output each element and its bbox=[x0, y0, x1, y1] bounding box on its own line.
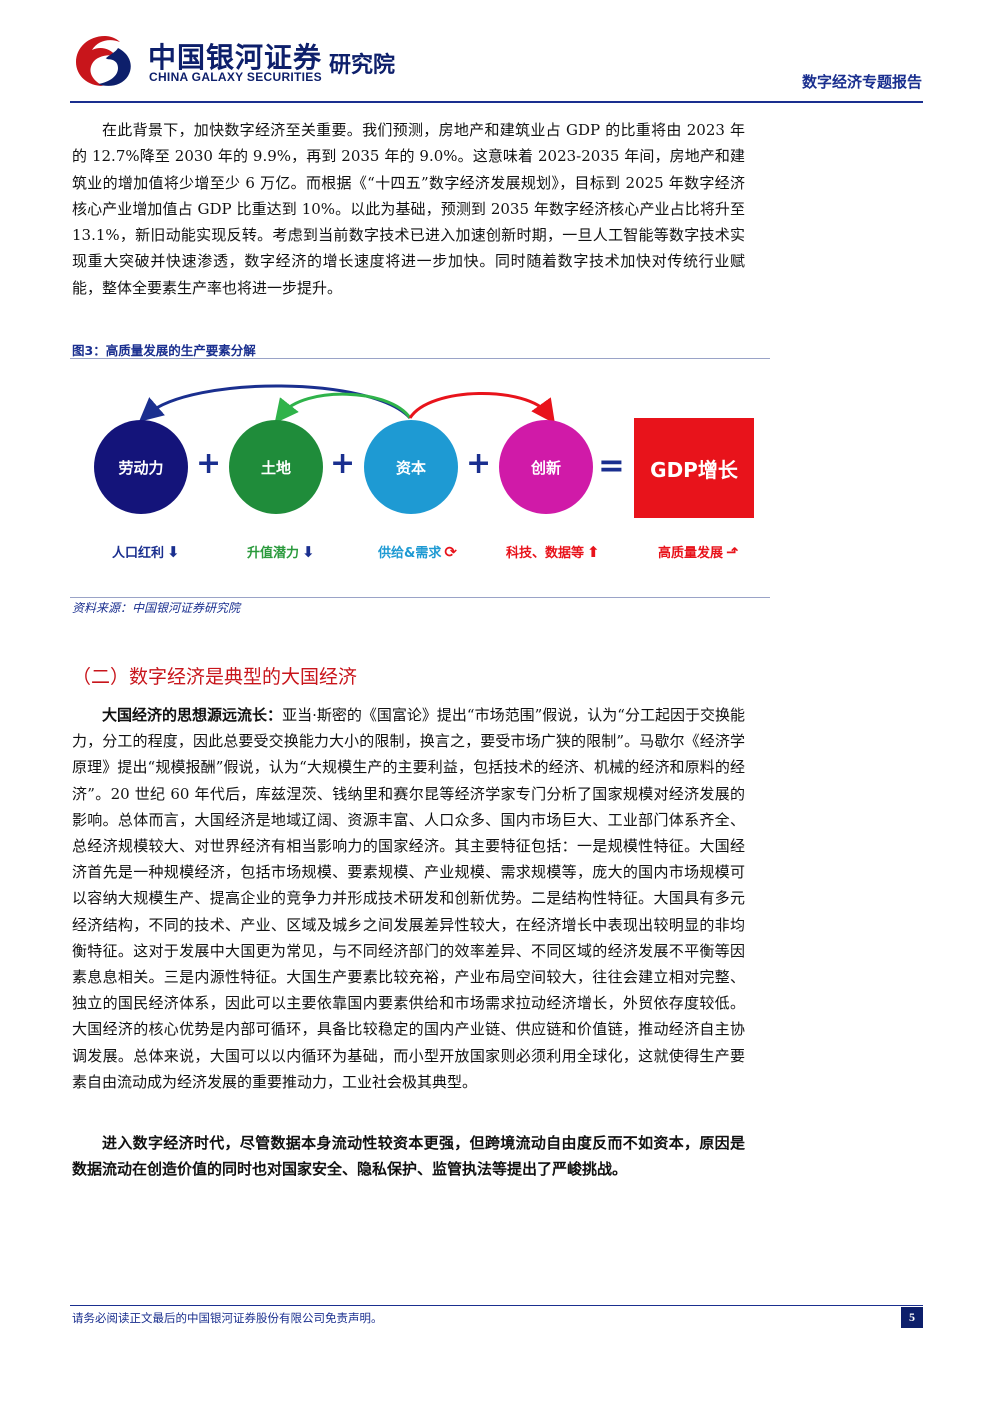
logo-english-name: CHINA GALAXY SECURITIES bbox=[149, 70, 322, 84]
factor-land: 土地 bbox=[229, 420, 323, 514]
factor-labor: 劳动力 bbox=[94, 420, 188, 514]
factor-innovation: 创新 bbox=[499, 420, 593, 514]
report-title: 数字经济专题报告 bbox=[801, 73, 922, 91]
footer-divider bbox=[70, 1305, 923, 1306]
paragraph-intro: 在此背景下，加快数字经济至关重要。我们预测，房地产和建筑业占 GDP 的比重将由… bbox=[72, 117, 745, 301]
arrow-capital-to-labor bbox=[138, 384, 412, 422]
factor-capital: 资本 bbox=[364, 420, 458, 514]
result-gdp-growth: GDP增长 bbox=[634, 418, 754, 518]
label-demographic-dividend-text: 人口红利 bbox=[112, 546, 165, 561]
label-tech-data-text: 科技、数据等 bbox=[506, 546, 585, 561]
diagram-arrows bbox=[138, 384, 555, 424]
label-supply-demand-text: 供给&需求 bbox=[378, 546, 442, 561]
institute-name: 研究院 bbox=[329, 53, 396, 78]
figure-bottom-rule bbox=[70, 597, 770, 598]
logo-chinese-name: 中国银河证券 bbox=[148, 41, 323, 74]
paragraph-lead: 大国经济的思想源远流长： bbox=[102, 706, 283, 724]
factor-diagram: 劳动力 + 土地 + 资本 + 创新 = GDP增长 人口红利 ⬇ 升值潜力 ⬇… bbox=[72, 362, 770, 594]
footer-disclaimer: 请务必阅读正文最后的中国银河证券股份有限公司免责声明。 bbox=[72, 1311, 383, 1325]
figure-top-rule bbox=[70, 358, 770, 359]
plus-icon: + bbox=[466, 446, 492, 481]
figure-caption: 图3：高质量发展的生产要素分解 bbox=[72, 343, 256, 358]
cycle-arrows-icon: ⟳ bbox=[444, 542, 457, 561]
section-title: （二）数字经济是典型的大国经济 bbox=[72, 666, 358, 688]
page-number: 5 bbox=[901, 1307, 923, 1328]
plus-icon: + bbox=[196, 446, 222, 481]
paragraph-great-power-economy-text: 大国经济的思想源远流长：亚当·斯密的《国富论》提出“市场范围”假说，认为“分工起… bbox=[72, 702, 745, 1095]
arrow-capital-to-innovation bbox=[408, 392, 555, 424]
up-arrow-icon: ⬆ bbox=[587, 542, 600, 561]
label-demographic-dividend: 人口红利 ⬇ bbox=[112, 542, 180, 562]
paragraph-digital-era-text: 进入数字经济时代，尽管数据本身流动性较资本更强，但跨境流动自由度反而不如资本，原… bbox=[72, 1134, 745, 1178]
label-supply-demand: 供给&需求 ⟳ bbox=[378, 542, 457, 562]
label-high-quality-development: 高质量发展 ⬏ bbox=[658, 542, 739, 562]
label-appreciation-potential: 升值潜力 ⬇ bbox=[247, 542, 315, 562]
paragraph-great-power-economy: 大国经济的思想源远流长：亚当·斯密的《国富论》提出“市场范围”假说，认为“分工起… bbox=[72, 702, 745, 1095]
equals-icon: = bbox=[598, 446, 625, 484]
company-logo-icon bbox=[70, 30, 140, 90]
figure-source: 资料来源：中国银河证券研究院 bbox=[72, 601, 241, 615]
header-divider bbox=[70, 101, 923, 103]
paragraph-intro-text: 在此背景下，加快数字经济至关重要。我们预测，房地产和建筑业占 GDP 的比重将由… bbox=[72, 121, 745, 297]
down-arrow-icon: ⬇ bbox=[302, 542, 315, 561]
label-high-quality-development-text: 高质量发展 bbox=[658, 546, 724, 561]
paragraph-digital-era: 进入数字经济时代，尽管数据本身流动性较资本更强，但跨境流动自由度反而不如资本，原… bbox=[72, 1131, 745, 1182]
label-appreciation-potential-text: 升值潜力 bbox=[247, 546, 300, 561]
down-arrow-icon: ⬇ bbox=[167, 542, 180, 561]
label-tech-data: 科技、数据等 ⬆ bbox=[506, 542, 600, 562]
arrow-capital-to-land bbox=[274, 392, 412, 424]
step-up-arrow-icon: ⬏ bbox=[726, 542, 739, 561]
paragraph-body: 亚当·斯密的《国富论》提出“市场范围”假说，认为“分工起因于交换能力，分工的程度… bbox=[72, 706, 745, 1091]
plus-icon: + bbox=[330, 446, 356, 481]
